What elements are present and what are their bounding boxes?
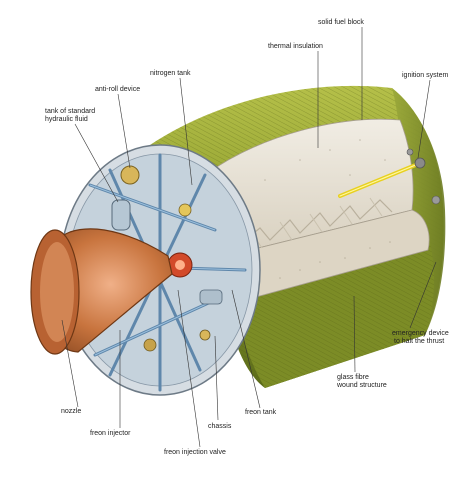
solid-fuel-block	[204, 118, 430, 301]
label-emergency-device-line1: emergency device	[392, 330, 449, 337]
leader-lines	[61, 27, 437, 448]
label-nozzle: nozzle	[61, 408, 82, 415]
label-freon-injection-valve: freon injection valve	[164, 449, 226, 456]
label-glass-fibre-line1: glass fibre	[337, 374, 369, 381]
label-tank-hydraulic-line1: tank of standard	[45, 108, 96, 115]
label-nitrogen-tank: nitrogen tank	[150, 70, 191, 77]
label-glass-fibre-line2: wound structure	[337, 382, 387, 389]
label-ignition-system: ignition system	[402, 72, 449, 79]
label-emergency-device-line2: to halt the thrust	[394, 338, 445, 345]
label-anti-roll-device: anti-roll device	[95, 86, 141, 93]
label-freon-tank: freon tank	[245, 409, 277, 416]
label-thermal-insulation: thermal insulation	[268, 43, 323, 50]
label-chassis: chassis	[208, 423, 232, 430]
label-freon-injector: freon injector	[90, 430, 131, 437]
label-solid-fuel-block: solid fuel block	[318, 19, 364, 26]
nozzle-bell	[30, 228, 173, 355]
ignition-rod	[338, 148, 441, 205]
label-tank-hydraulic-line2: hydraulic fluid	[45, 116, 88, 123]
